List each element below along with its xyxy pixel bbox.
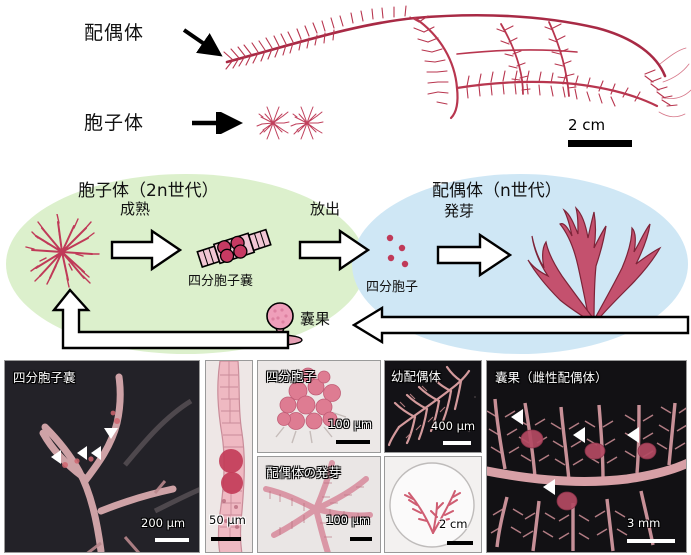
panel-petri-dish-culture[interactable]: 2 cm [384, 456, 482, 553]
panel-petri-dish-culture-image [385, 457, 481, 552]
sporophyte-arrow-icon [192, 112, 243, 134]
panel-gametophyte-germination-image [258, 457, 380, 552]
sporophyte-specimen-photo [256, 106, 324, 140]
panel-tetrasporangia-image [5, 361, 199, 552]
gametophyte-label: 配偶体 [84, 22, 145, 44]
tetrasporangium-label: 四分胞子嚢 [188, 274, 254, 289]
panel-petri-dish-culture-scale-label: 2 cm [439, 517, 468, 531]
sporophyte-label: 胞子体 [84, 112, 145, 134]
release-step-label: 放出 [310, 200, 341, 218]
top-scale-bar-label: 2 cm [568, 116, 606, 134]
panel-young-gametophyte[interactable]: 幼配偶体 400 µm [384, 360, 482, 453]
panel-young-gametophyte-image [385, 361, 481, 452]
panel-cystocarp-female-gametophyte-image [487, 361, 686, 552]
maturation-arrow-icon [110, 228, 182, 272]
panel-tetrasporangia-scale-bar [155, 538, 189, 542]
panel-cystocarp-scale-label: 3 mm [627, 516, 661, 530]
panel-tetraspores-scale-bar [336, 440, 370, 444]
sporophyte-return-arrow-icon [51, 288, 290, 350]
sporophyte-star-icon [25, 214, 100, 288]
tetrasporangium-icon [196, 228, 272, 268]
panel-tetraspores-image [258, 361, 380, 452]
panel-tetrasporangium-closeup-scale-bar [211, 537, 241, 541]
top-scale-bar [568, 140, 632, 147]
life-cycle-diagram: 胞子体（2n世代） 配偶体（n世代） 成熟 [0, 170, 691, 358]
tetraspore-label: 四分胞子 [366, 280, 419, 295]
panel-young-gametophyte-scale-bar [443, 441, 471, 445]
panel-gametophyte-germination-caption: 配偶体の発芽 [266, 465, 342, 480]
panel-cystocarp-female-gametophyte-caption: 囊果（雌性配偶体） [495, 370, 608, 385]
panel-tetrasporangium-closeup-scale-label: 50 µm [209, 513, 246, 527]
panel-cystocarp-female-gametophyte[interactable]: 囊果（雌性配偶体） 3 mm [486, 360, 687, 553]
gametophyte-arrow-icon [182, 28, 223, 57]
fertilization-return-arrow-icon [352, 305, 690, 345]
top-specimen-region: 配偶体 胞子体 [0, 0, 691, 172]
panel-gametophyte-germination-scale-bar [350, 537, 372, 541]
gametophyte-phase-title: 配偶体（n世代） [432, 181, 562, 201]
sporophyte-phase-title: 胞子体（2n世代） [78, 181, 219, 201]
panel-cystocarp-scale-bar [627, 539, 675, 543]
germination-arrow-icon [436, 232, 512, 278]
gametophyte-specimen-photo [223, 5, 691, 120]
panel-gametophyte-germination[interactable]: 配偶体の発芽 100 µm [257, 456, 381, 553]
panel-tetrasporangia-scale-label: 200 µm [141, 516, 186, 530]
panel-young-gametophyte-caption: 幼配偶体 [391, 369, 442, 384]
panel-petri-dish-culture-scale-bar [447, 541, 473, 545]
maturation-step-label: 成熟 [120, 200, 151, 218]
panel-gametophyte-germination-scale-label: 100 µm [326, 513, 371, 527]
panel-young-gametophyte-scale-label: 400 µm [431, 419, 476, 433]
gametophyte-frond-icon [527, 206, 662, 325]
germination-step-label: 発芽 [444, 202, 475, 220]
micrograph-panel-grid: 四分胞子嚢 200 µm 50 µm [0, 358, 691, 555]
cystocarp-label: 囊果 [300, 310, 331, 328]
panel-tetrasporangia[interactable]: 四分胞子嚢 200 µm [4, 360, 200, 553]
panel-tetrasporangium-closeup[interactable]: 50 µm [205, 360, 253, 553]
panel-tetraspores-caption: 四分胞子 [266, 369, 317, 384]
panel-tetraspores-scale-label: 100 µm [328, 417, 373, 431]
panel-tetraspores[interactable]: 四分胞子 100 µm [257, 360, 381, 453]
panel-tetrasporangia-caption: 四分胞子嚢 [13, 370, 76, 385]
tetraspore-dots-icon [386, 234, 409, 268]
release-arrow-icon [298, 228, 370, 272]
panel-tetrasporangium-closeup-image [206, 361, 252, 552]
